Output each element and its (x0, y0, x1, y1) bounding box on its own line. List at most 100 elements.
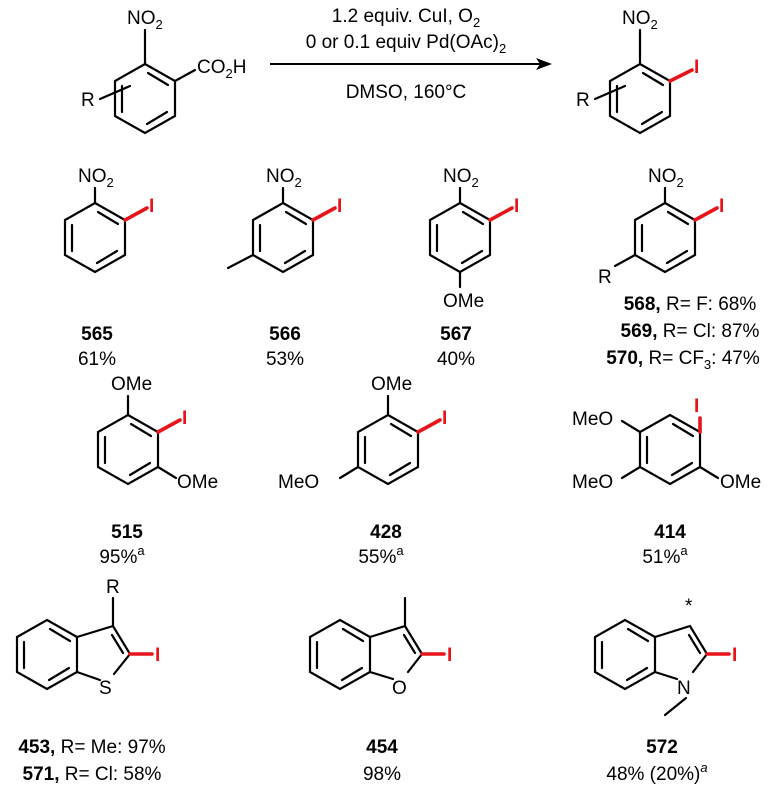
iodine-bond (488, 206, 514, 222)
pyrrole-bonds (653, 624, 709, 656)
iodine-label: I (732, 645, 737, 666)
double-bond (388, 461, 412, 477)
nitro-label: NO2 (622, 8, 658, 32)
compound-567: NO2 I OMe 567 40% (428, 166, 519, 370)
methoxy-bond (620, 419, 642, 434)
compound-yield: 98% (363, 764, 401, 785)
iodine-label: I (694, 396, 699, 417)
double-bond (48, 627, 72, 643)
compound-number: 572 (646, 737, 678, 758)
double-bond (95, 249, 119, 265)
double-bond (665, 249, 689, 265)
iodine-label: I (149, 196, 154, 217)
compound-568-570: NO2 I R 568, R= F: 68% 569, R= Cl: 87% 5… (598, 166, 760, 372)
compound-line: 453, R= Me: 97% (18, 737, 165, 758)
double-bond (670, 461, 694, 477)
reactant-structure: NO2 CO2H R (81, 8, 246, 135)
compound-line: 569, R= Cl: 87% (621, 321, 760, 342)
methoxy-bond (620, 465, 642, 480)
nitro-label: NO2 (648, 166, 684, 190)
double-bond (47, 666, 71, 682)
iodine-bond (156, 418, 182, 434)
compound-number: 566 (269, 324, 301, 345)
compound-yield: 55%a (358, 543, 404, 568)
double-bond (128, 461, 152, 477)
iodine-label: I (719, 196, 724, 217)
double-bond (626, 627, 650, 643)
nitro-label: NO2 (266, 166, 302, 190)
compound-number: 515 (111, 522, 143, 543)
carboxylic-acid-label: CO2H (197, 57, 246, 81)
double-bond (640, 110, 664, 126)
benzene-ring (308, 618, 372, 691)
iodine-label: I (447, 645, 452, 666)
compound-yield: 61% (78, 349, 116, 370)
nitro-label: NO2 (78, 166, 114, 190)
double-bond (284, 210, 308, 226)
methoxy-label: MeO (278, 472, 319, 493)
furan-bond (368, 670, 395, 681)
compound-line: 568, R= F: 68% (624, 294, 757, 315)
methoxy-bond (156, 465, 178, 480)
benzene-ring (428, 201, 492, 274)
double-bond (625, 666, 649, 682)
iodine-bond (311, 206, 337, 222)
sulfur-label: S (99, 678, 112, 699)
iodine-bond (416, 418, 442, 434)
compound-428: OMe I MeO 428 55%a (278, 374, 447, 568)
conditions-line-3: DMSO, 160°C (346, 82, 467, 103)
compound-line: 571, R= Cl: 58% (23, 764, 162, 785)
compound-number: 428 (370, 522, 402, 543)
nitro-label: NO2 (127, 8, 163, 32)
product-structure: NO2 I R (576, 8, 699, 135)
benzene-ring (356, 413, 420, 486)
r-group-label: R (598, 267, 612, 288)
r-group-label: R (576, 90, 590, 111)
compound-yield: 51%a (642, 543, 688, 568)
methyl-bond (226, 253, 255, 270)
reaction-conditions: 1.2 equiv. CuI, O2 0 or 0.1 equiv Pd(OAc… (270, 6, 552, 103)
iodine-bond (123, 206, 149, 222)
iodine-label: I (514, 196, 519, 217)
methoxy-label: OMe (371, 374, 412, 395)
compound-number: 454 (366, 737, 398, 758)
double-bond (145, 110, 169, 126)
compound-yield: 95%a (99, 543, 145, 568)
substituent-bond (98, 84, 132, 101)
double-bond (340, 666, 364, 682)
double-bond (146, 71, 170, 87)
benzene-ring (96, 413, 160, 486)
iodine-label: I (155, 645, 160, 666)
double-bond (283, 249, 307, 265)
compound-number: 565 (81, 324, 113, 345)
iodine-label: I (442, 408, 447, 429)
compound-number: 567 (440, 324, 472, 345)
r-group-label: R (106, 577, 120, 598)
compound-572: * N I 572 48% (20%)a (593, 596, 737, 785)
iodine-label: I (182, 408, 187, 429)
iodine-bond (693, 206, 719, 222)
compound-565: NO2 I 565 61% (63, 166, 154, 370)
pyrrole-bond (691, 652, 709, 674)
methoxy-bond (338, 465, 360, 480)
carboxyl-bond (173, 68, 197, 83)
pyrrole-bond (653, 670, 679, 681)
substituent-bond (593, 84, 627, 101)
compound-yield: 53% (266, 349, 304, 370)
conditions-line-2: 0 or 0.1 equiv Pd(OAc)2 (306, 32, 507, 56)
nitro-label: NO2 (443, 166, 479, 190)
compound-515: OMe I OMe 515 95%a (96, 374, 218, 568)
methoxy-label: MeO (572, 472, 613, 493)
r-group-bond (613, 253, 637, 268)
double-bond (671, 422, 695, 438)
double-bond (460, 249, 484, 265)
compound-453-571: R S I 453, R= Me: 97% 571, R= Cl: 58% (15, 577, 166, 785)
compound-line: 570, R= CF3: 47% (606, 348, 760, 372)
double-bond (461, 210, 485, 226)
reactant-ring (113, 62, 177, 135)
compound-454: O I 454 98% (308, 596, 452, 785)
iodine-label: I (694, 57, 699, 78)
compound-yield: 48% (20%)a (606, 760, 707, 785)
methoxy-bond (698, 465, 720, 480)
methyl-bond (663, 696, 688, 717)
